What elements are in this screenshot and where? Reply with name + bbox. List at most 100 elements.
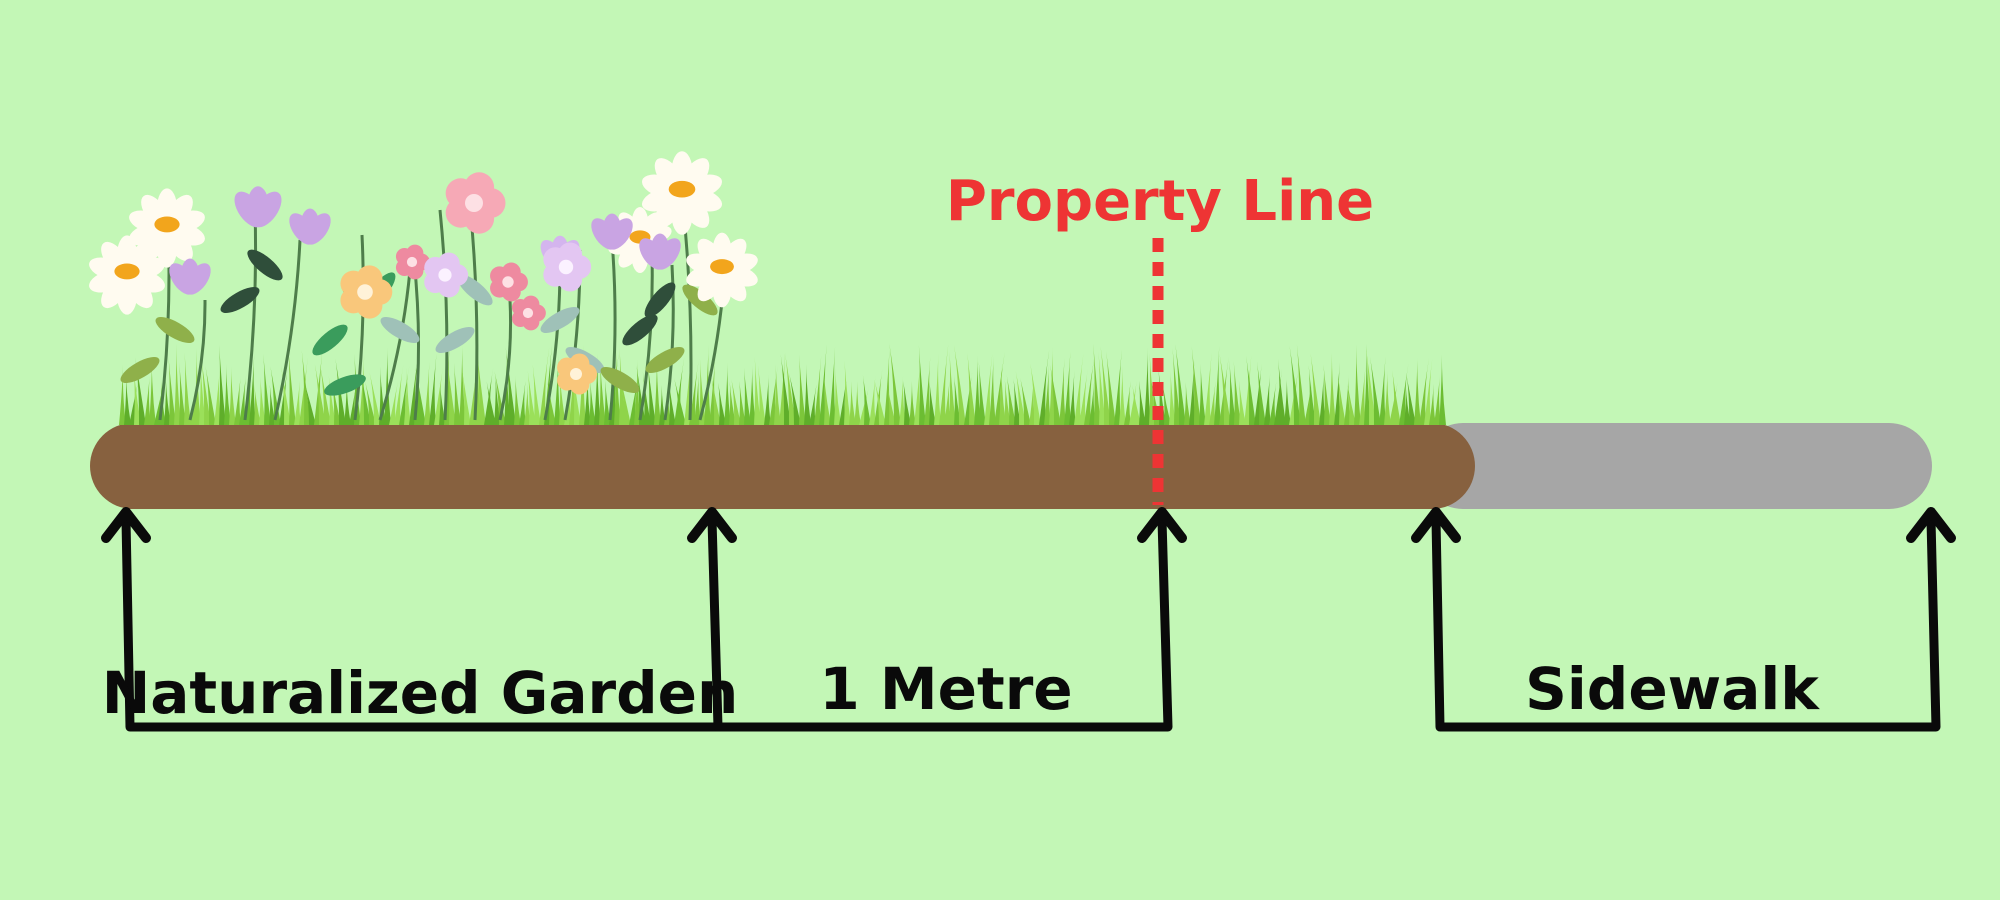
grass-blade bbox=[659, 384, 666, 425]
grass-blade bbox=[729, 381, 736, 425]
grass-blade bbox=[119, 364, 126, 425]
grass-blade bbox=[814, 355, 822, 425]
metre-bracket bbox=[713, 515, 1173, 732]
grass-blade bbox=[1169, 370, 1176, 425]
grass-blade bbox=[854, 381, 861, 425]
grass-blade bbox=[1323, 364, 1331, 425]
sidewalk-strip bbox=[1420, 423, 1932, 509]
grass-blade bbox=[934, 353, 941, 425]
grass-blade bbox=[1406, 374, 1416, 425]
grass-blade bbox=[281, 365, 291, 425]
grass-blade bbox=[967, 353, 976, 425]
blossom-flower bbox=[557, 353, 597, 395]
soil-strip bbox=[90, 423, 1475, 509]
daisy-flower bbox=[641, 151, 723, 235]
grass-blade bbox=[424, 361, 431, 425]
daisy-center bbox=[114, 263, 140, 280]
grass-blade bbox=[1069, 370, 1076, 425]
grass-blade bbox=[978, 361, 986, 425]
grass-blade bbox=[124, 374, 131, 425]
leaf bbox=[380, 317, 420, 343]
grass-blade bbox=[1124, 380, 1131, 425]
grass-blade bbox=[179, 362, 186, 425]
grass-blade bbox=[909, 381, 916, 425]
grass-blade bbox=[254, 383, 261, 425]
grass-blade bbox=[1084, 355, 1095, 425]
arrow-up-icon bbox=[1906, 507, 1956, 543]
grass-blade bbox=[699, 358, 706, 425]
leaf bbox=[645, 347, 685, 373]
grass-blade bbox=[199, 359, 206, 425]
grass-blade bbox=[1093, 343, 1101, 425]
grass-blade bbox=[1337, 375, 1346, 425]
grass-blade bbox=[764, 374, 771, 425]
grass-blade bbox=[1319, 372, 1326, 425]
leaf bbox=[600, 367, 640, 393]
grass-blade bbox=[1364, 343, 1371, 425]
arrow-up-icon bbox=[1411, 507, 1461, 543]
grass-blade bbox=[874, 379, 886, 425]
grass-blade bbox=[144, 375, 151, 425]
grass-blade bbox=[1392, 370, 1401, 425]
blossom-flower bbox=[340, 265, 393, 319]
grass-blade bbox=[668, 381, 676, 425]
grass-blade bbox=[939, 344, 949, 425]
grass-blade bbox=[1399, 363, 1409, 425]
grass-blade bbox=[1020, 377, 1031, 425]
garden-bracket bbox=[121, 515, 723, 732]
grass-blade bbox=[1175, 344, 1186, 425]
grass-blade bbox=[1204, 352, 1212, 425]
grass-blade bbox=[1129, 379, 1138, 425]
grass-blade bbox=[263, 354, 271, 425]
grass-blade bbox=[1246, 355, 1256, 425]
metre-label: 1 Metre bbox=[819, 655, 1072, 723]
grass-blade bbox=[1229, 360, 1236, 425]
grass-blade bbox=[1384, 370, 1391, 425]
stem bbox=[243, 209, 258, 421]
grass-blade bbox=[1172, 348, 1181, 425]
blossom-flower bbox=[543, 242, 592, 292]
grass-blade bbox=[694, 371, 701, 425]
grass-blade bbox=[1389, 380, 1398, 425]
grass-blade bbox=[554, 354, 561, 425]
grass-blade bbox=[844, 360, 851, 425]
grass-blade bbox=[1059, 358, 1066, 425]
grass-blade bbox=[314, 364, 326, 425]
grass-blade bbox=[964, 371, 973, 425]
arrow-up-icon bbox=[687, 507, 737, 543]
blossom-center bbox=[502, 276, 514, 288]
grass-blade bbox=[1344, 374, 1351, 425]
arrow-heads bbox=[101, 507, 1956, 543]
grass-blade bbox=[1098, 351, 1106, 425]
grass-blade bbox=[394, 364, 404, 425]
grass-blade bbox=[1050, 364, 1061, 425]
grass-blade bbox=[1149, 352, 1156, 425]
grass-blade bbox=[929, 379, 936, 425]
grass-blade bbox=[749, 365, 756, 425]
grass-blade bbox=[1114, 349, 1122, 425]
leaf bbox=[120, 357, 160, 383]
daisy-center bbox=[710, 259, 734, 275]
grass-blade bbox=[164, 377, 171, 425]
grass-blade bbox=[439, 382, 446, 425]
grass-blade bbox=[294, 378, 301, 425]
grass-blade bbox=[1013, 377, 1021, 425]
grass-blade bbox=[133, 367, 141, 425]
grass-blade bbox=[1278, 358, 1286, 425]
grass-blade bbox=[331, 379, 341, 425]
purple-flower bbox=[169, 258, 211, 295]
grass-blade bbox=[369, 372, 381, 425]
grass-blade bbox=[328, 375, 336, 425]
grass-blade bbox=[288, 347, 296, 425]
leaf bbox=[324, 374, 366, 396]
grass-blade bbox=[409, 351, 419, 425]
grass-blade bbox=[674, 356, 685, 425]
grass-blade bbox=[944, 377, 951, 425]
grass-blade bbox=[344, 380, 351, 425]
grass-blade bbox=[1434, 374, 1441, 425]
grass-blade bbox=[1256, 361, 1266, 425]
grass-blade bbox=[849, 381, 856, 425]
grass-blade bbox=[219, 344, 226, 425]
grass-blade bbox=[379, 366, 386, 425]
